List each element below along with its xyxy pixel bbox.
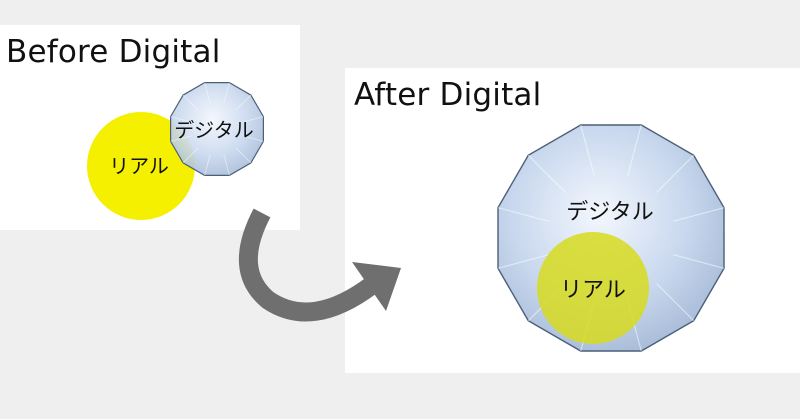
- before-real-circle: [87, 112, 195, 220]
- curved-arrow-icon: [238, 208, 401, 322]
- before-digital-label: デジタル: [174, 118, 254, 142]
- after-real-circle: [537, 232, 649, 344]
- before-title: Before Digital: [6, 34, 221, 70]
- after-title: After Digital: [354, 77, 542, 113]
- after-digital-label: デジタル: [566, 200, 654, 225]
- before-real-label: リアル: [109, 154, 169, 178]
- before-digital-gem: [170, 81, 264, 176]
- after-real-label: リアル: [560, 278, 626, 303]
